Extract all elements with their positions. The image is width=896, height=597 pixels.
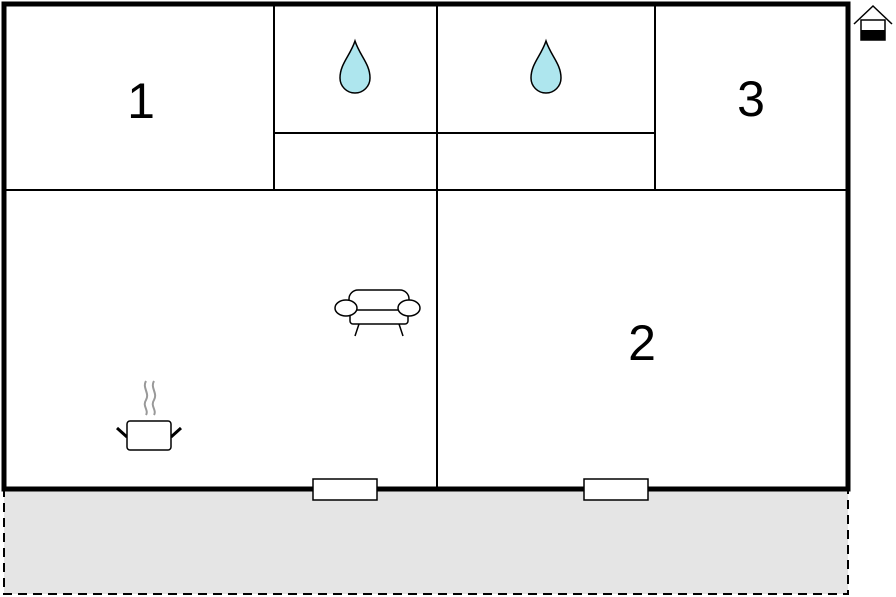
sofa-icon xyxy=(334,289,421,337)
room-label-3: 3 xyxy=(737,71,765,127)
cooking-pot-icon xyxy=(115,380,183,451)
outer-wall xyxy=(1,1,851,492)
water-drop-icon xyxy=(339,38,371,94)
terrace-door-left xyxy=(312,478,378,501)
terrace-area xyxy=(3,488,849,595)
room-label-1: 1 xyxy=(127,73,155,129)
water-drop-icon xyxy=(530,38,562,94)
terrace-door-right xyxy=(583,478,649,501)
floor-level-icon xyxy=(853,4,893,41)
interior-walls xyxy=(4,4,848,489)
room-label-2: 2 xyxy=(628,315,656,371)
